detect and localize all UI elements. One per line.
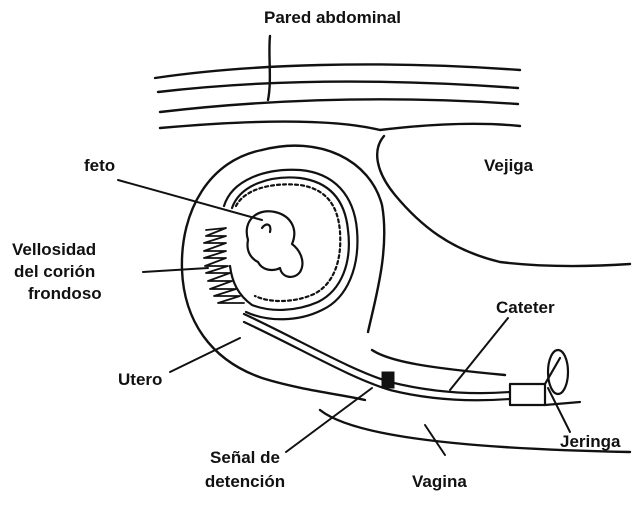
stop-signal-label-line-1: Señal de	[190, 448, 300, 468]
stop-mark	[382, 372, 394, 388]
syringe-label: Jeringa	[560, 432, 620, 452]
catheter-label: Cateter	[496, 298, 555, 318]
bladder-label: Vejiga	[484, 156, 533, 176]
catheter-line	[244, 314, 510, 400]
vagina-label: Vagina	[412, 472, 467, 492]
abdominal-wall	[155, 36, 520, 130]
villus-label-line-2: del corión	[14, 262, 95, 282]
fetus-outline	[247, 211, 303, 277]
uterus-label: Utero	[118, 370, 162, 390]
gestational-sac	[204, 170, 357, 319]
villus-label-line-1: Vellosidad	[12, 240, 96, 260]
syringe-outline	[510, 350, 580, 405]
fetus-label: feto	[84, 156, 115, 176]
villus-label-line-3: frondoso	[28, 284, 102, 304]
stop-signal-label-line-2: detención	[188, 472, 302, 492]
abdominal-wall-label: Pared abdominal	[264, 8, 401, 28]
